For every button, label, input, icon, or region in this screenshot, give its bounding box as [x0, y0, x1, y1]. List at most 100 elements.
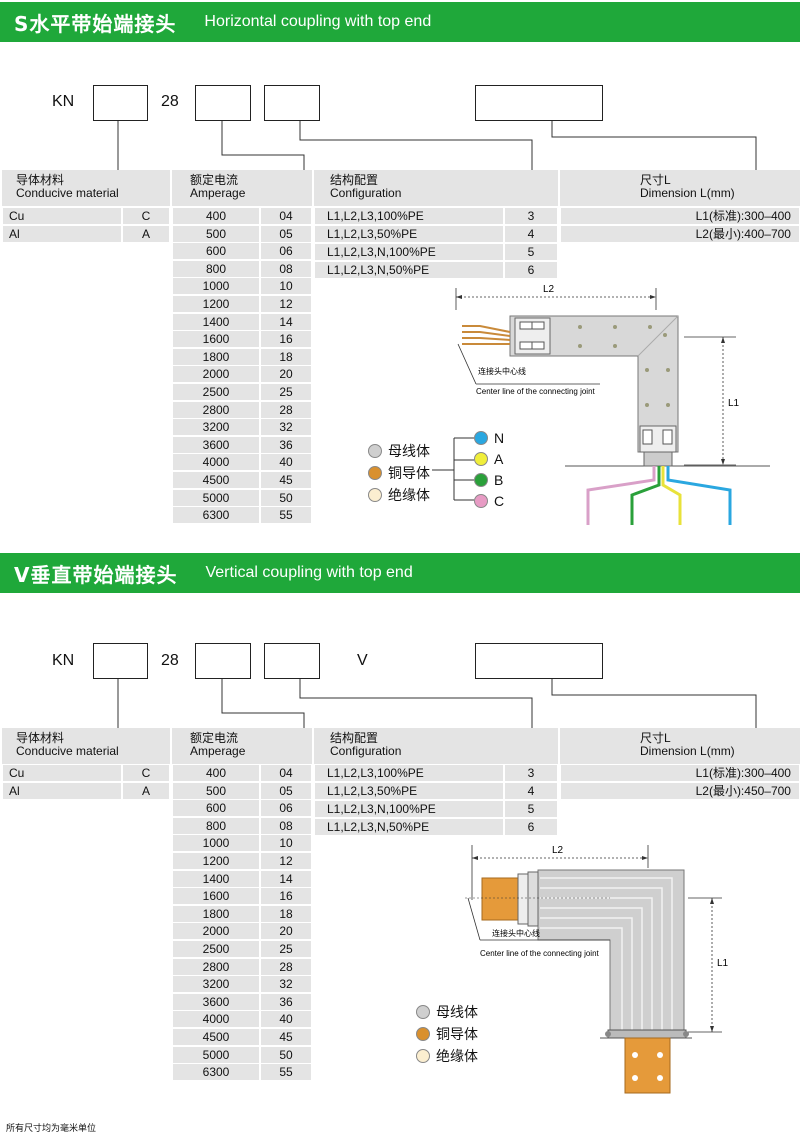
phase-swatch [474, 431, 488, 445]
code-mid: 28 [161, 652, 179, 669]
phase-swatch [474, 452, 488, 466]
amperage-code: 05 [260, 781, 312, 800]
amperage-code: 25 [260, 383, 312, 401]
legend-label: 绝缘体 [436, 1049, 478, 1065]
config-name: L1,L2,L3,N,100%PE [314, 800, 504, 818]
config-code: 6 [504, 818, 558, 836]
code-box-material[interactable] [93, 643, 148, 679]
amperage-code: 45 [260, 471, 312, 489]
code-connector-lines [117, 679, 757, 728]
phase-label: C [494, 493, 505, 509]
amperage-value: 4000 [172, 1010, 260, 1029]
amperage-code: 16 [260, 330, 312, 349]
material-name: Al [2, 782, 122, 800]
center-line-label-en: Center line of the connecting joint [480, 949, 600, 958]
amperage-value: 600 [172, 242, 260, 261]
legend-swatch [368, 444, 382, 458]
legend-item: 母线体 [368, 441, 430, 461]
amperage-value: 600 [172, 799, 260, 818]
material-name: Cu [2, 764, 122, 782]
amperage-code: 06 [260, 242, 312, 261]
amperage-code: 25 [260, 940, 312, 958]
amperage-value: 2500 [172, 383, 260, 401]
section-title-en: Horizontal coupling with top end [204, 13, 432, 30]
amperage-value: 6300 [172, 506, 260, 525]
amperage-value: 2000 [172, 922, 260, 941]
amperage-code: 20 [260, 922, 312, 941]
center-line-label-cn: 连接头中心线 [478, 366, 526, 376]
footnote: 所有尺寸均为毫米单位 [6, 1124, 97, 1134]
config-code: 5 [504, 243, 558, 261]
amperage-value: 400 [172, 207, 260, 225]
phase-swatch [474, 494, 488, 508]
amperage-value: 1800 [172, 904, 260, 923]
section-banner: S水平带始端接头 Horizontal coupling with top en… [0, 2, 800, 42]
legend-item: 绝缘体 [416, 1046, 478, 1066]
amperage-code: 14 [260, 869, 312, 888]
vertical-coupling-diagram: L2 连接头中心线 Center line of the connecting … [465, 845, 729, 1094]
amperage-code: 05 [260, 224, 312, 243]
legend-label: 母线体 [388, 444, 430, 460]
amperage-value: 800 [172, 259, 260, 278]
amperage-code: 10 [260, 834, 312, 853]
amperage-code: 50 [260, 1045, 312, 1064]
legend-label: 铜导体 [388, 466, 430, 482]
config-name: L1,L2,L3,100%PE [314, 764, 504, 782]
legend-label: 绝缘体 [388, 488, 430, 504]
material-name: Cu [2, 207, 122, 225]
legend-swatch [416, 1005, 430, 1019]
amperage-value: 1600 [172, 330, 260, 349]
legend-item: 铜导体 [368, 463, 430, 483]
amperage-value: 1000 [172, 277, 260, 296]
amperage-code: 16 [260, 887, 312, 906]
code-box-config[interactable] [264, 643, 320, 679]
amperage-value: 3600 [172, 992, 260, 1011]
phase-bracket [432, 437, 474, 501]
code-box-dimension[interactable] [475, 85, 603, 121]
l2-label: L2 [543, 284, 555, 295]
amperage-value: 1000 [172, 834, 260, 853]
amperage-code: 14 [260, 312, 312, 331]
amperage-value: 3200 [172, 418, 260, 437]
config-code: 5 [504, 800, 558, 818]
amperage-code: 36 [260, 435, 312, 454]
config-code: 3 [504, 764, 558, 782]
amperage-code: 04 [260, 207, 312, 225]
amperage-value: 2500 [172, 940, 260, 958]
phase-item: A [474, 451, 503, 467]
amperage-value: 4500 [172, 471, 260, 489]
legend-swatch [416, 1049, 430, 1063]
amperage-value: 500 [172, 224, 260, 243]
amperage-value: 3200 [172, 975, 260, 994]
legend-label: 铜导体 [436, 1027, 478, 1043]
section-banner: V垂直带始端接头 Vertical coupling with top end [0, 553, 800, 593]
amperage-code: 40 [260, 453, 312, 472]
code-box-amperage[interactable] [195, 643, 251, 679]
section-title-cn: S水平带始端接头 [14, 11, 177, 36]
code-box-dimension[interactable] [475, 643, 603, 679]
config-name: L1,L2,L3,50%PE [314, 782, 504, 800]
code-vertical-marker: V [357, 652, 368, 669]
config-code: 4 [504, 225, 558, 243]
phase-item: N [474, 430, 504, 446]
config-name: L1,L2,L3,50%PE [314, 225, 504, 243]
legend-item: 绝缘体 [368, 485, 430, 505]
code-box-amperage[interactable] [195, 85, 251, 121]
amperage-code: 12 [260, 852, 312, 870]
phase-label: N [494, 430, 505, 446]
amperage-code: 12 [260, 295, 312, 313]
code-box-config[interactable] [264, 85, 320, 121]
amperage-value: 1200 [172, 852, 260, 870]
code-box-material[interactable] [93, 85, 148, 121]
amperage-value: 5000 [172, 1045, 260, 1064]
config-name: L1,L2,L3,100%PE [314, 207, 504, 225]
legend-item: 铜导体 [416, 1024, 478, 1044]
config-name: L1,L2,L3,N,50%PE [314, 818, 504, 836]
legend-swatch [416, 1027, 430, 1041]
amperage-code: 08 [260, 259, 312, 278]
